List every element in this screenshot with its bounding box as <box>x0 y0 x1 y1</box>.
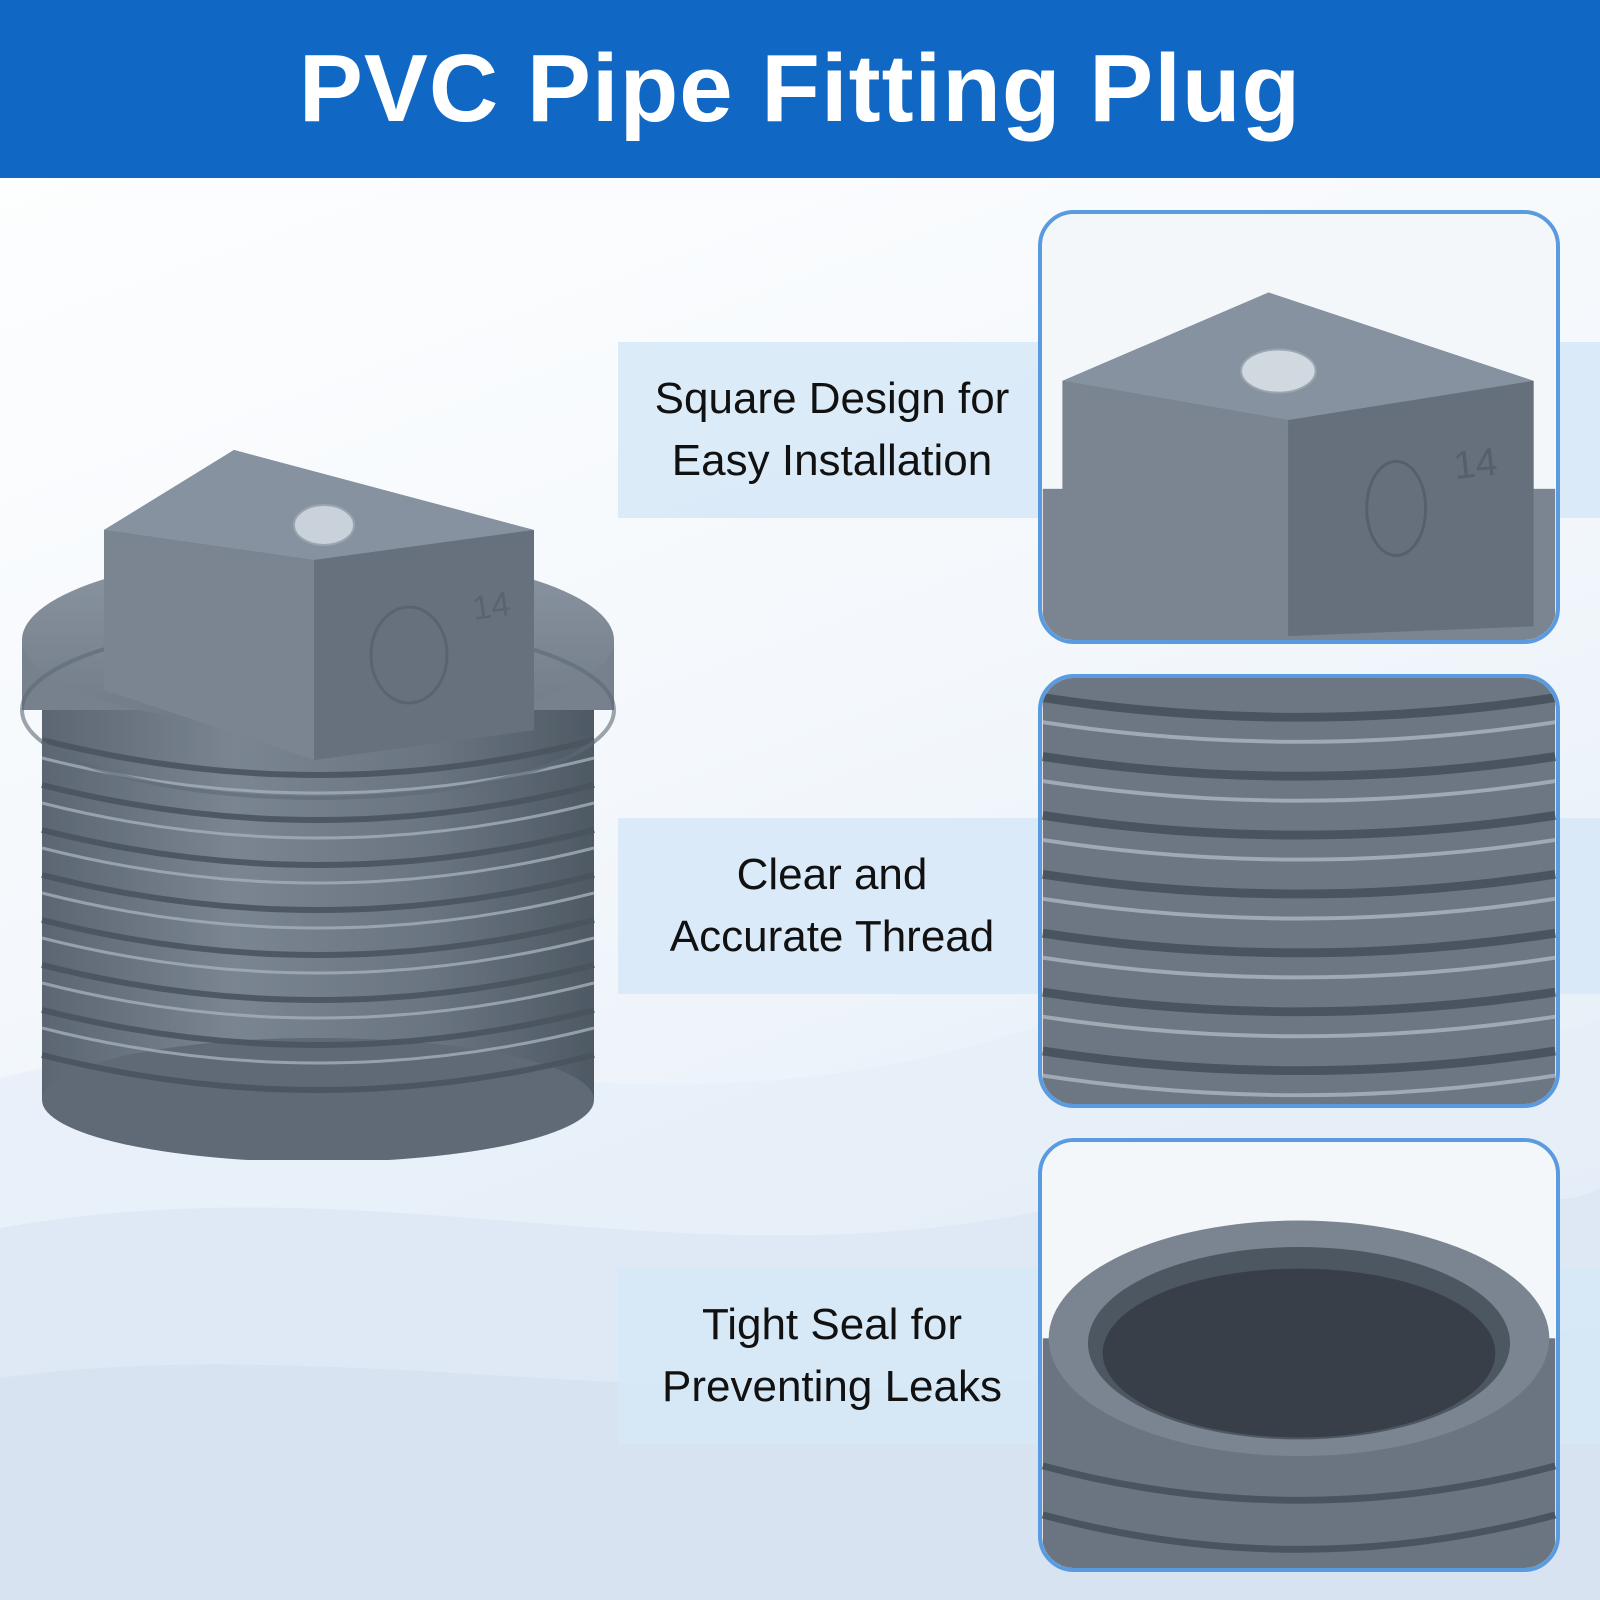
seal-closeup-icon <box>1042 1142 1556 1568</box>
detail-card-seal <box>1038 1138 1560 1572</box>
closeup-size-marking: 14 <box>1451 440 1499 488</box>
feature-seal-line2: Preventing Leaks <box>662 1362 1002 1411</box>
feature-label-thread: Clear and Accurate Thread <box>618 818 1046 994</box>
feature-thread-line1: Clear and <box>736 850 928 899</box>
page-title: PVC Pipe Fitting Plug <box>298 35 1302 142</box>
pvc-plug-main-image: 14 <box>20 450 616 1160</box>
thread-closeup-icon <box>1042 678 1556 1104</box>
detail-card-square-head: 14 <box>1038 210 1560 644</box>
feature-label-square-design: Square Design for Easy Installation <box>618 342 1046 518</box>
detail-card-thread <box>1038 674 1560 1108</box>
feature-thread-line2: Accurate Thread <box>669 912 995 961</box>
square-head-closeup-icon: 14 <box>1042 214 1556 640</box>
size-marking: 14 <box>470 585 513 628</box>
title-banner: PVC Pipe Fitting Plug <box>0 0 1600 178</box>
feature-seal-line1: Tight Seal for <box>701 1300 963 1349</box>
feature-square-line2: Easy Installation <box>671 436 993 485</box>
feature-square-line1: Square Design for <box>654 374 1010 423</box>
feature-label-seal: Tight Seal for Preventing Leaks <box>618 1268 1046 1444</box>
